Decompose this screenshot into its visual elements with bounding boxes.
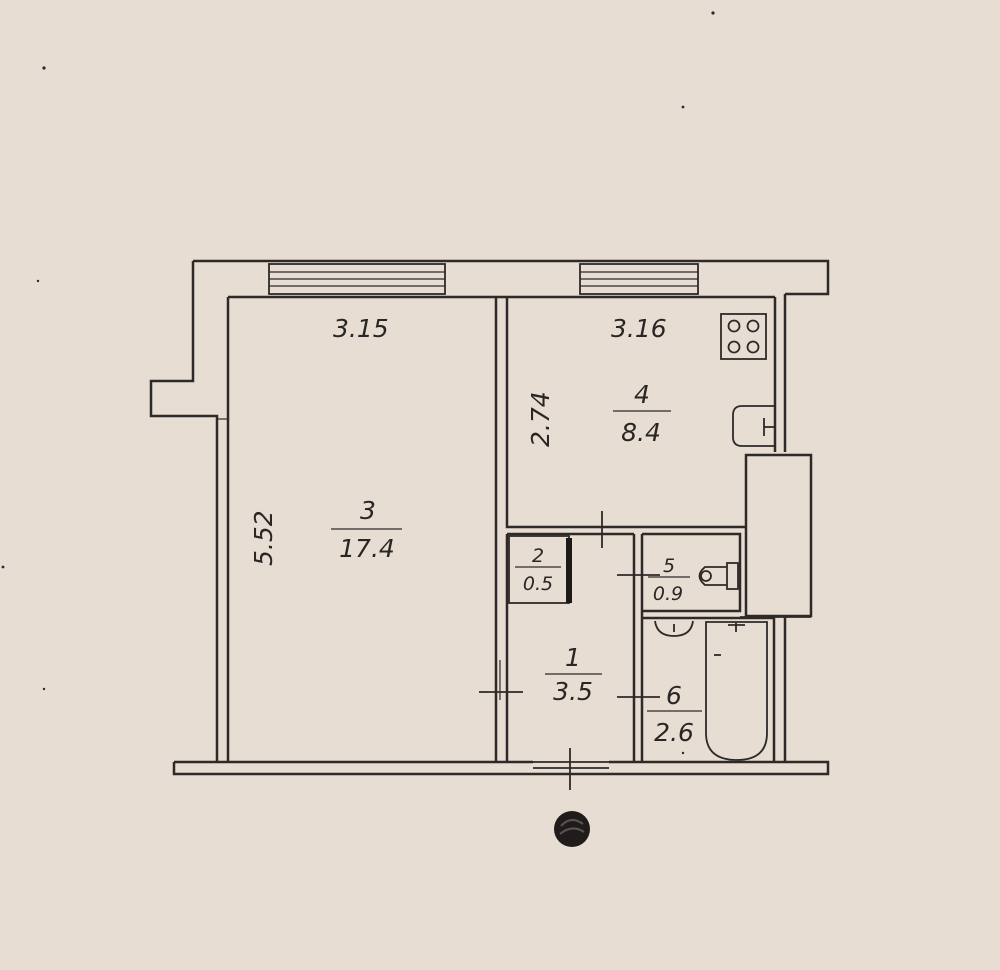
room-3-label: 3 17.4 (331, 496, 402, 563)
room-5-area: 0.9 (653, 583, 683, 605)
room3-length-label: 5.52 (249, 510, 278, 566)
room-6-label: 6 2.6 (647, 681, 702, 747)
window-left (268, 263, 446, 295)
paper-specks (1, 11, 715, 755)
bathtub-icon (705, 621, 768, 761)
room-1-label: 1 3.5 (545, 643, 602, 706)
room-1-number: 1 (565, 643, 581, 672)
room-4-label: 4 8.4 (613, 380, 671, 447)
room-6-area: 2.6 (654, 718, 694, 747)
room-4-number: 4 (634, 380, 650, 409)
room-6-number: 6 (666, 681, 682, 710)
room-5-number: 5 (663, 555, 675, 577)
room-2-number: 2 (532, 545, 544, 567)
room-3-area: 17.4 (339, 534, 395, 563)
room4-width-label: 3.16 (611, 314, 667, 343)
toilet-icon (698, 562, 739, 590)
room-2-label: 2 0.5 (515, 545, 561, 595)
window-right (579, 263, 699, 295)
room-4-area: 8.4 (621, 418, 661, 447)
room-5-label: 5 0.9 (648, 555, 690, 605)
door-marks (479, 511, 660, 790)
entrance-mark-icon (554, 811, 590, 847)
room-3-number: 3 (360, 496, 376, 525)
washbasin-icon (654, 620, 694, 637)
stove-icon (720, 313, 767, 360)
room4-length-label: 2.74 (526, 391, 555, 447)
interior-walls (494, 297, 774, 762)
room-2-area: 0.5 (523, 573, 553, 595)
ventilation-duct (740, 453, 813, 618)
sink-icon (732, 405, 774, 447)
room3-width-label: 3.15 (333, 314, 389, 343)
exterior-walls (149, 259, 830, 776)
room-1-area: 3.5 (553, 677, 593, 706)
